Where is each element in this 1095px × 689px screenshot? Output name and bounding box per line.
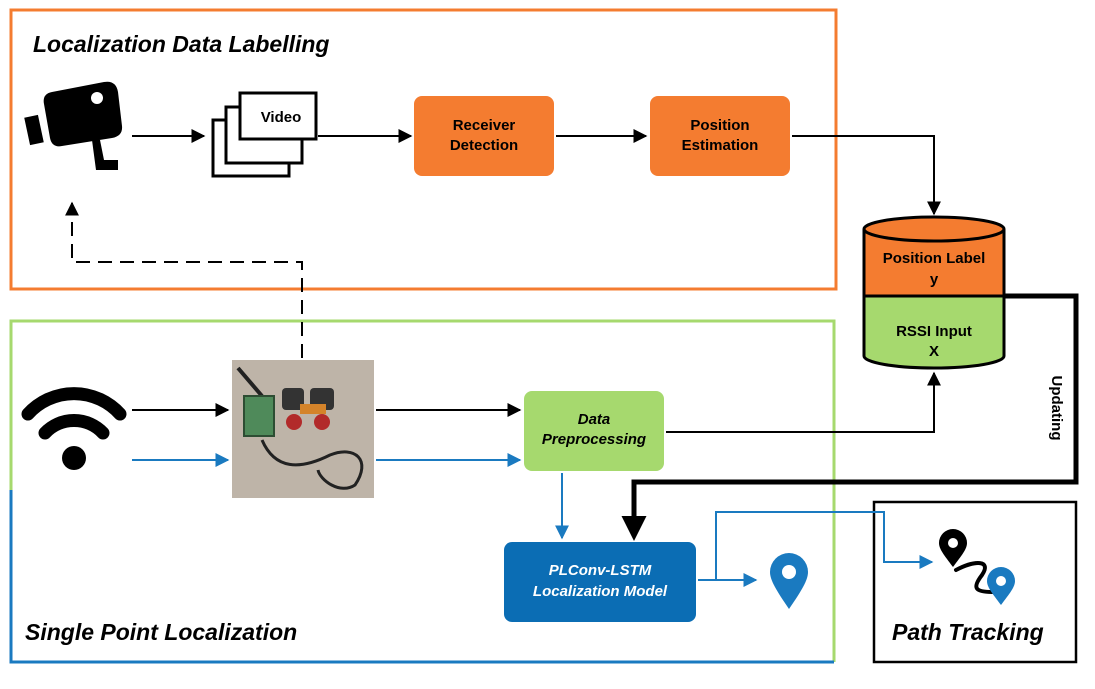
updating-label: Updating [1048, 376, 1065, 441]
position-estimation-line2: Estimation [682, 137, 759, 154]
labelling-section-title: Localization Data Labelling [33, 31, 329, 57]
robot-photo [232, 360, 374, 498]
arrow-model-to-route [715, 511, 934, 580]
single-point-section-frame [9, 319, 836, 664]
model-box: PLConv-LSTM Localization Model [504, 542, 696, 622]
video-frames-icon: Video [211, 91, 318, 178]
labelling-section-frame [9, 8, 838, 291]
arrow-position-to-label [792, 135, 941, 216]
path-tracking-section-frame [872, 500, 1078, 664]
video-label: Video [261, 109, 302, 126]
receiver-detection-line1: Receiver [453, 117, 516, 134]
position-label-line1: Position Label [883, 250, 986, 267]
receiver-detection-line2: Detection [450, 137, 518, 154]
position-estimation-box: Position Estimation [650, 96, 790, 176]
rssi-input-line2: X [929, 343, 939, 360]
arrow-robot-to-camera [65, 201, 303, 358]
data-preprocessing-line1: Data [578, 411, 611, 428]
single-point-section-title: Single Point Localization [25, 619, 297, 645]
position-estimation-line1: Position [690, 117, 749, 134]
receiver-detection-box: Receiver Detection [414, 96, 554, 176]
position-label-line2: y [930, 271, 939, 288]
data-preprocessing-line2: Preprocessing [542, 431, 646, 448]
rssi-input-line1: RSSI Input [896, 323, 972, 340]
path-tracking-section-title: Path Tracking [892, 619, 1044, 645]
route-icon [939, 529, 1015, 605]
connectors [65, 129, 1079, 587]
arrow-preprocessing-to-rssi [666, 371, 941, 433]
wifi-icon [21, 387, 127, 470]
camera-icon [24, 81, 123, 170]
arrow-updating [621, 293, 1079, 541]
location-pin-icon [770, 553, 808, 609]
data-preprocessing-box: Data Preprocessing [524, 391, 664, 471]
model-line1: PLConv-LSTM [549, 562, 652, 579]
model-line2: Localization Model [533, 583, 668, 600]
dataset-cylinder: Position Label y RSSI Input X [862, 215, 1006, 370]
